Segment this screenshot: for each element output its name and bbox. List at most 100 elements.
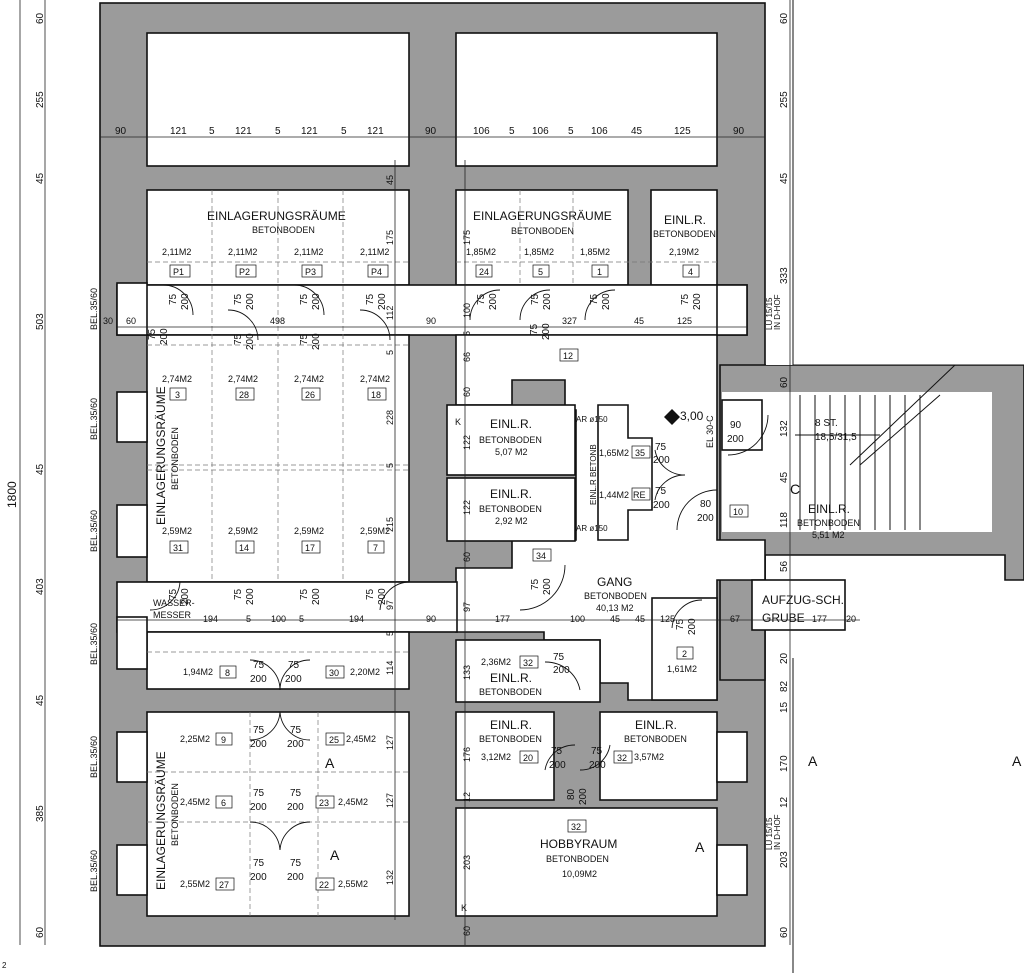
svg-text:EINL.R.: EINL.R. [808, 502, 850, 516]
svg-text:75: 75 [233, 293, 244, 305]
svg-text:HOBBYRAUM: HOBBYRAUM [540, 837, 617, 851]
svg-text:75: 75 [288, 660, 300, 671]
svg-text:BETONBODEN: BETONBODEN [479, 734, 542, 744]
svg-text:A: A [808, 753, 818, 769]
svg-text:200: 200 [285, 674, 302, 685]
svg-text:75: 75 [655, 442, 667, 453]
svg-text:200: 200 [245, 293, 256, 310]
svg-text:32: 32 [571, 822, 581, 832]
svg-text:60: 60 [779, 926, 790, 938]
door-sizes: 75 200 75 200 75 200 75 200 75 200 75 20… [147, 293, 744, 883]
svg-text:175: 175 [462, 230, 472, 245]
svg-text:45: 45 [631, 126, 643, 137]
svg-text:100: 100 [271, 614, 286, 624]
dim-right-column: 60 255 45 333 60 132 45 118 56 20 15 82 … [779, 12, 790, 938]
svg-text:200: 200 [287, 739, 304, 750]
svg-text:75: 75 [365, 588, 376, 600]
svg-text:75: 75 [365, 293, 376, 305]
svg-text:75: 75 [675, 618, 686, 630]
svg-text:P4: P4 [371, 267, 382, 277]
svg-text:75: 75 [591, 746, 603, 757]
svg-text:200: 200 [601, 293, 612, 310]
svg-text:1,94M2: 1,94M2 [183, 667, 213, 677]
svg-text:5: 5 [299, 614, 304, 624]
svg-text:60: 60 [126, 316, 136, 326]
svg-text:30: 30 [329, 668, 339, 678]
svg-text:5,51 M2: 5,51 M2 [812, 530, 845, 540]
svg-text:BETONBODEN: BETONBODEN [584, 591, 647, 601]
svg-text:2,36M2: 2,36M2 [481, 657, 511, 667]
svg-text:2,74M2: 2,74M2 [360, 374, 390, 384]
svg-text:9: 9 [221, 735, 226, 745]
svg-text:3,12M2: 3,12M2 [481, 752, 511, 762]
svg-text:200: 200 [687, 618, 698, 635]
svg-text:75: 75 [233, 588, 244, 600]
svg-text:200: 200 [250, 802, 267, 813]
svg-text:12: 12 [779, 796, 790, 808]
svg-text:EINL.R.: EINL.R. [490, 487, 532, 501]
dimension-lines [19, 0, 860, 945]
svg-text:BEL.35/60: BEL.35/60 [89, 736, 99, 778]
svg-text:2,11M2: 2,11M2 [162, 247, 191, 257]
svg-text:EINLAGERUNGSRÄUME: EINLAGERUNGSRÄUME [473, 209, 612, 223]
svg-text:60: 60 [35, 926, 46, 938]
hobby-room [455, 807, 718, 917]
svg-text:2,11M2: 2,11M2 [228, 247, 257, 257]
svg-text:200: 200 [287, 802, 304, 813]
svg-text:6: 6 [221, 798, 226, 808]
svg-text:30: 30 [103, 316, 113, 326]
svg-text:200: 200 [245, 588, 256, 605]
svg-text:23: 23 [319, 798, 329, 808]
svg-text:A: A [695, 839, 705, 855]
svg-text:125: 125 [674, 126, 691, 137]
svg-text:228: 228 [385, 410, 395, 425]
svg-text:80: 80 [700, 499, 712, 510]
svg-text:BEL.35/60: BEL.35/60 [89, 850, 99, 892]
svg-text:2,59M2: 2,59M2 [228, 526, 258, 536]
einlr-32 [455, 639, 601, 703]
svg-text:75: 75 [680, 293, 691, 305]
svg-text:200: 200 [250, 872, 267, 883]
svg-text:5: 5 [462, 331, 472, 336]
svg-text:200: 200 [180, 588, 191, 605]
svg-text:31: 31 [173, 543, 183, 553]
svg-text:121: 121 [170, 126, 187, 137]
svg-text:112: 112 [385, 306, 395, 320]
svg-text:EINLAGERUNGSRÄUME: EINLAGERUNGSRÄUME [154, 386, 168, 525]
svg-text:200: 200 [727, 434, 744, 445]
svg-text:100: 100 [462, 303, 472, 318]
svg-text:1: 1 [597, 267, 602, 277]
svg-text:200: 200 [541, 323, 552, 340]
door-swings [149, 284, 769, 851]
svg-text:60: 60 [779, 376, 790, 388]
svg-text:2,11M2: 2,11M2 [294, 247, 323, 257]
svg-text:1,65M2: 1,65M2 [599, 448, 629, 458]
svg-text:75: 75 [299, 293, 310, 305]
svg-text:215: 215 [385, 517, 395, 532]
svg-text:75: 75 [530, 578, 541, 590]
svg-text:2: 2 [682, 649, 687, 659]
svg-text:75: 75 [253, 725, 265, 736]
svg-text:BETONBODEN: BETONBODEN [170, 783, 180, 846]
svg-text:75: 75 [168, 293, 179, 305]
svg-text:2: 2 [2, 961, 7, 970]
svg-text:170: 170 [779, 755, 790, 772]
svg-text:200: 200 [377, 293, 388, 310]
svg-text:8 ST.: 8 ST. [815, 418, 838, 429]
svg-text:200: 200 [692, 293, 703, 310]
svg-text:75: 75 [299, 588, 310, 600]
svg-text:60: 60 [462, 552, 472, 562]
svg-text:BETONBODEN: BETONBODEN [511, 226, 574, 236]
svg-text:122: 122 [462, 435, 472, 450]
svg-text:90: 90 [730, 420, 742, 431]
svg-text:45: 45 [35, 463, 46, 475]
svg-text:200: 200 [542, 293, 553, 310]
svg-text:121: 121 [367, 126, 384, 137]
top-room-right [455, 32, 718, 167]
svg-text:200: 200 [287, 872, 304, 883]
svg-text:P3: P3 [305, 267, 316, 277]
svg-text:2,59M2: 2,59M2 [162, 526, 192, 536]
svg-text:106: 106 [591, 126, 608, 137]
svg-text:385: 385 [35, 805, 46, 822]
